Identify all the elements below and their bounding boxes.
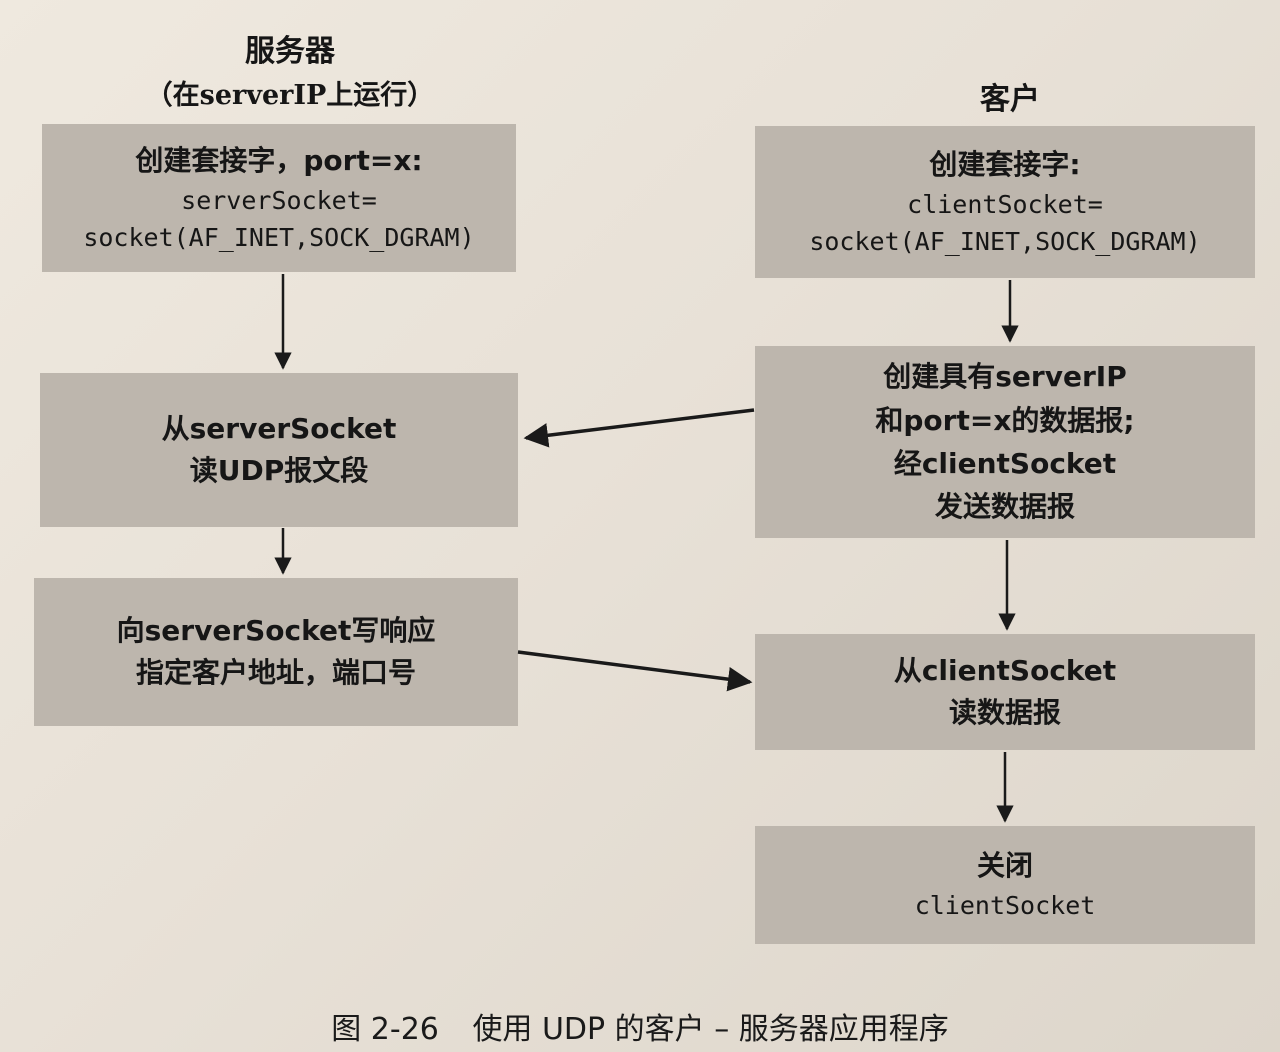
figure-title: 使用 UDP 的客户 – 服务器应用程序 — [472, 1012, 949, 1047]
client-send-line-3: 经clientSocket — [893, 447, 1117, 480]
server-write-line-1: 向serverSocket写响应 — [116, 614, 436, 647]
client-heading: 客户 — [910, 80, 1110, 120]
figure-number: 图 2-26 — [331, 1012, 439, 1047]
server-read-line-1: 从serverSocket — [161, 412, 397, 445]
server-create-socket-line-2: serverSocket= — [181, 185, 377, 215]
client-title: 客户 — [980, 82, 1040, 117]
client-create-socket-box: 创建套接字: clientSocket= socket(AF_INET,SOCK… — [755, 126, 1255, 278]
server-heading: 服务器 （在serverIP上运行） — [110, 32, 470, 116]
server-write-box: 向serverSocket写响应 指定客户地址，端口号 — [34, 578, 518, 726]
client-send-line-1: 创建具有serverIP — [883, 360, 1127, 394]
client-close-box: 关闭 clientSocket — [755, 826, 1255, 944]
client-close-line-2: clientSocket — [914, 891, 1096, 921]
server-title: 服务器 — [245, 34, 335, 69]
client-send-line-2: 和port=x的数据报; — [875, 403, 1135, 437]
server-subtitle: （在serverIP上运行） — [145, 80, 435, 111]
server-read-line-2: 读UDP报文段 — [189, 454, 369, 487]
arrow-server-write-to-client-read — [517, 650, 753, 692]
client-create-socket-line-3: socket(AF_INET,SOCK_DGRAM) — [809, 227, 1201, 256]
server-create-socket-line-1: 创建套接字，port=x: — [135, 143, 423, 177]
server-create-socket-line-3: socket(AF_INET,SOCK_DGRAM) — [83, 223, 475, 252]
client-send-line-4: 发送数据报 — [934, 490, 1075, 524]
client-read-line-2: 读数据报 — [948, 696, 1061, 729]
figure-caption: 图 2-26 使用 UDP 的客户 – 服务器应用程序 — [0, 1004, 1280, 1048]
client-close-line-1: 关闭 — [976, 849, 1033, 883]
client-send-box: 创建具有serverIP 和port=x的数据报; 经clientSocket … — [755, 346, 1255, 538]
client-read-box: 从clientSocket 读数据报 — [755, 634, 1255, 750]
server-read-box: 从serverSocket 读UDP报文段 — [40, 373, 518, 527]
server-write-line-2: 指定客户地址，端口号 — [135, 656, 416, 689]
box-line: 创建套接字，port=x: — [135, 140, 422, 182]
client-create-socket-line-2: clientSocket= — [907, 189, 1103, 219]
server-create-socket-box: 创建套接字，port=x: serverSocket= socket(AF_IN… — [42, 124, 516, 272]
client-read-line-1: 从clientSocket — [893, 654, 1117, 687]
arrow-client-send-to-server-read — [523, 408, 755, 448]
client-create-socket-line-1: 创建套接字: — [929, 147, 1081, 181]
